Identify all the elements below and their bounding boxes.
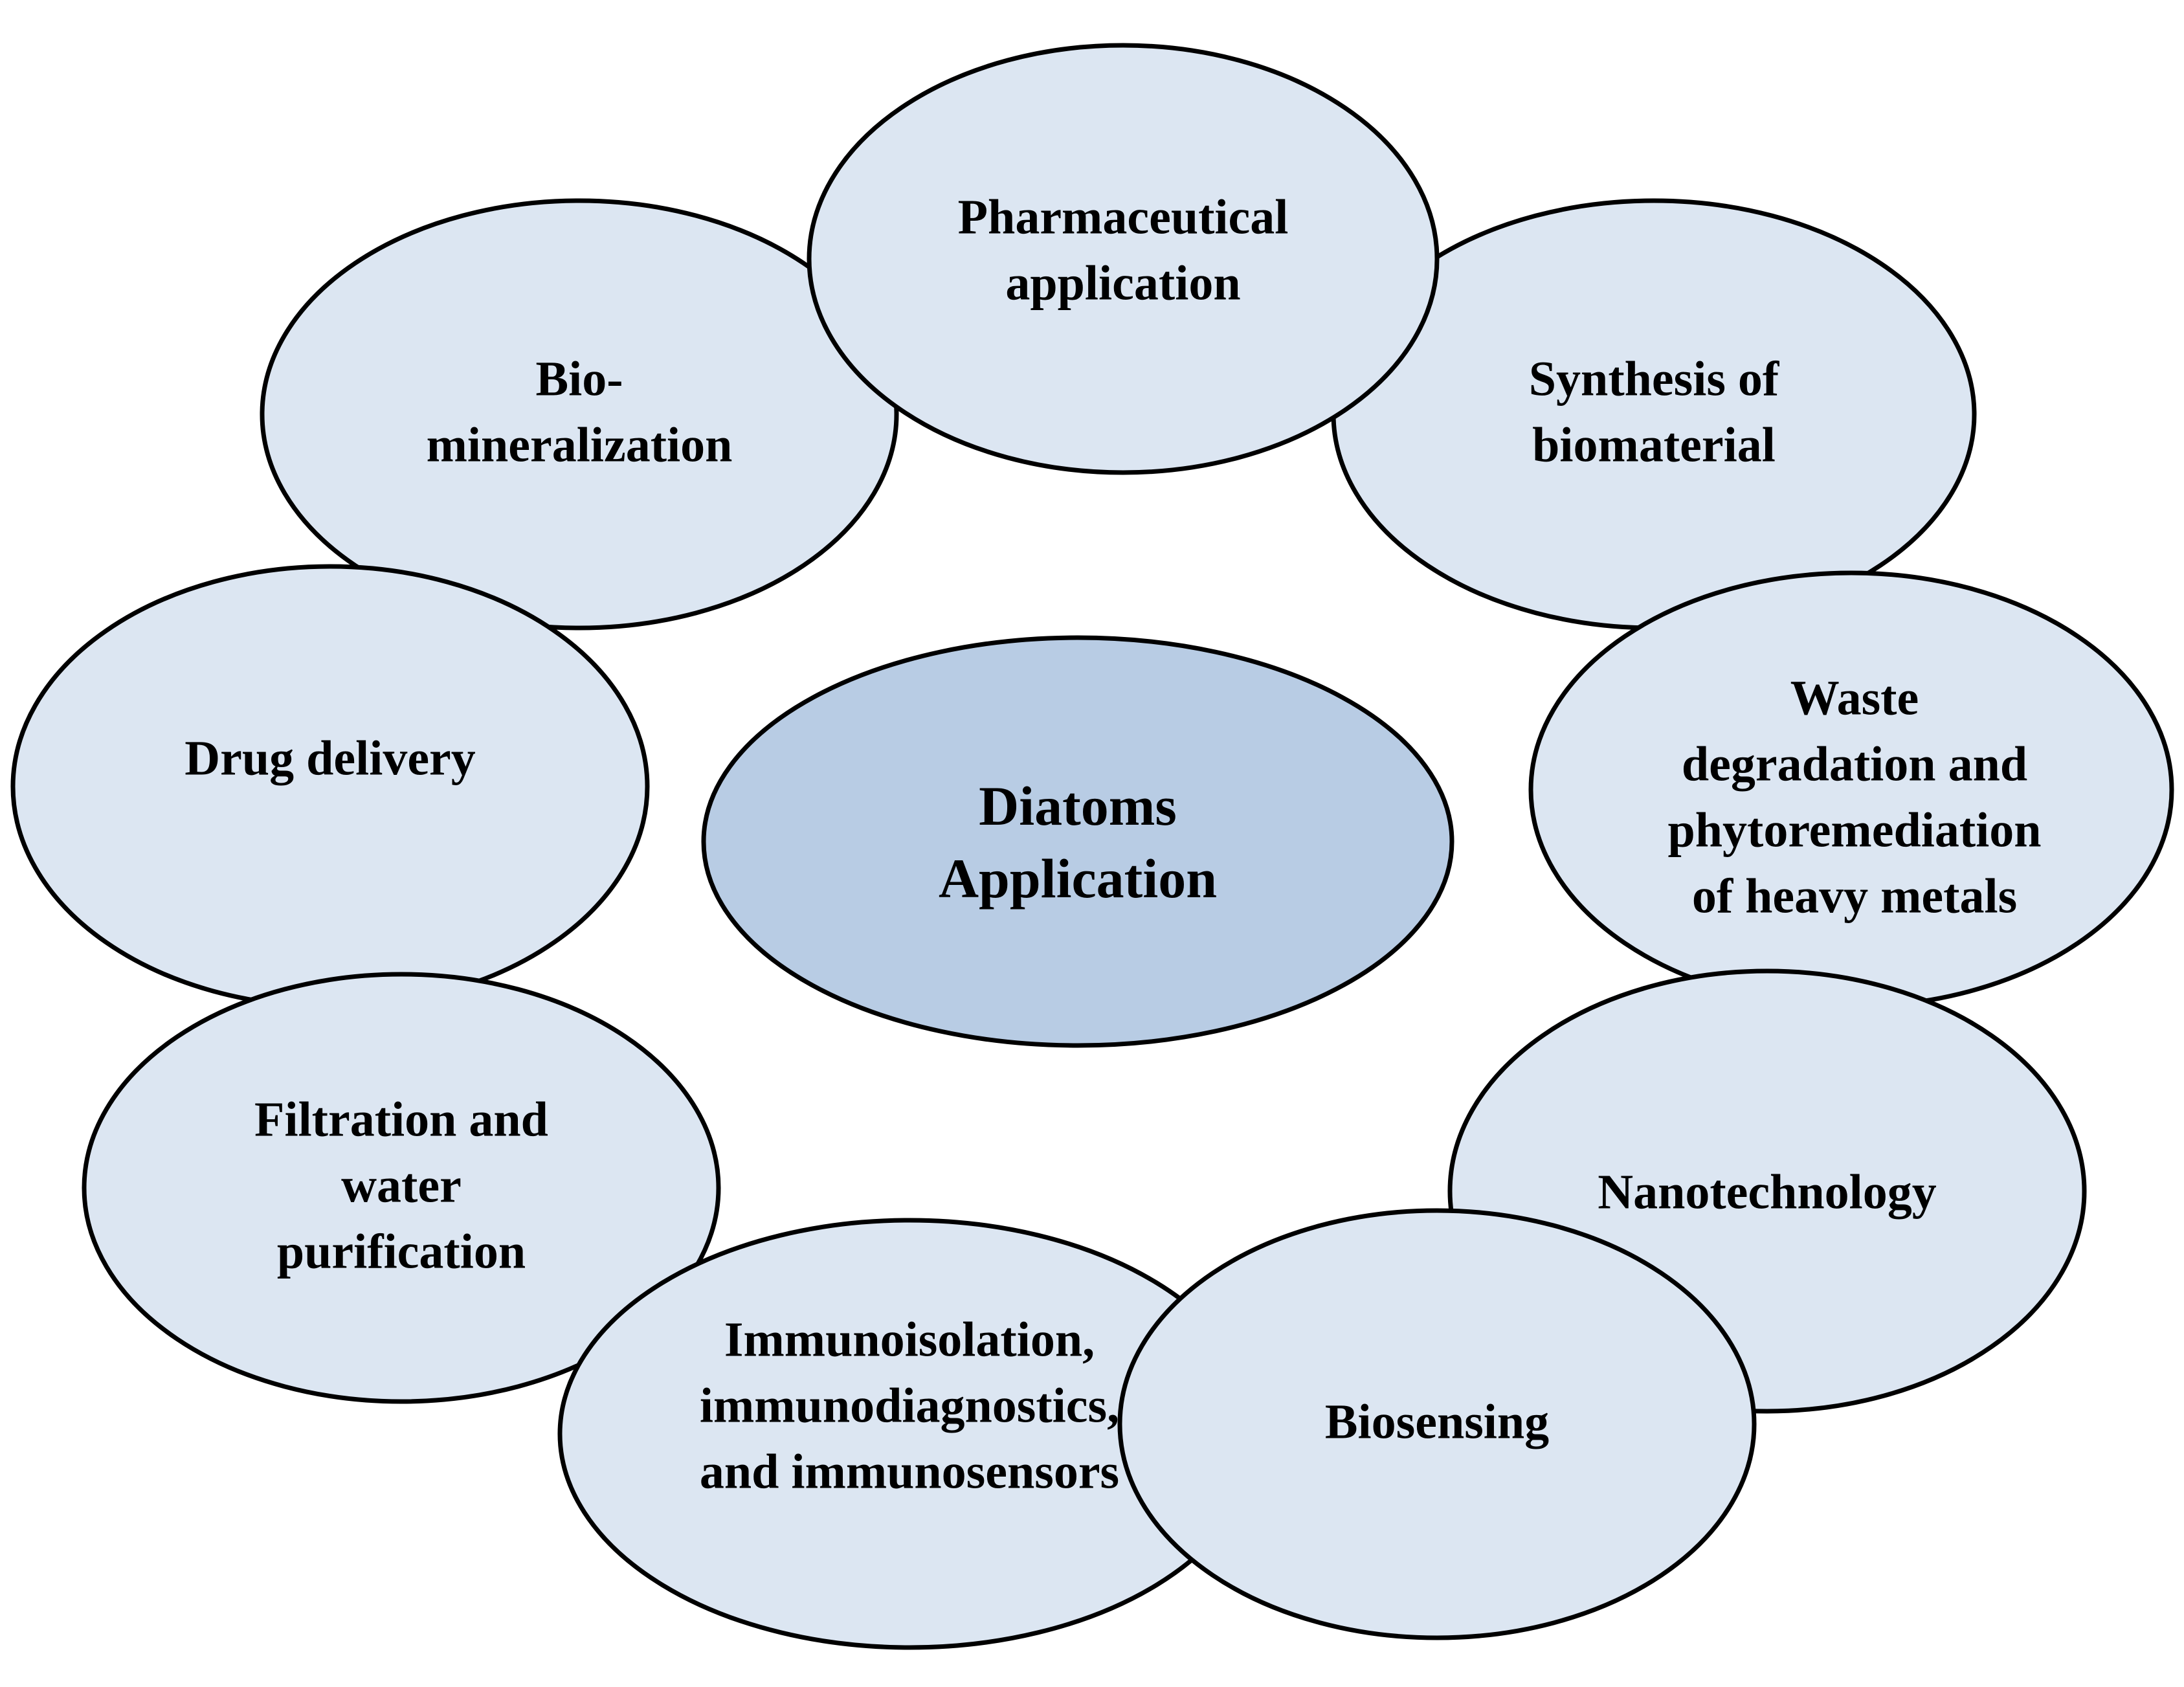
node-waste-label-line: phytoremediation xyxy=(1667,803,2041,858)
node-drug-ellipse xyxy=(10,564,650,1009)
node-biosensing-ellipse xyxy=(1117,1208,1757,1640)
node-pharmaceutical: Pharmaceutical application xyxy=(807,43,1440,475)
node-pharmaceutical-ellipse xyxy=(807,43,1440,475)
node-biomineralization-label-line: mineralization xyxy=(427,418,733,473)
node-nanotech-label-line: Nanotechnology xyxy=(1598,1165,1937,1220)
node-drug: Drug delivery xyxy=(10,564,650,1009)
node-pharmaceutical-label-line: application xyxy=(1005,256,1240,311)
node-filtration-label-line: Filtration and xyxy=(254,1093,548,1147)
node-drug-label-line: Drug delivery xyxy=(184,732,476,786)
node-pharmaceutical-label-line: Pharmaceutical xyxy=(958,190,1289,245)
node-filtration-ellipse xyxy=(82,972,721,1404)
node-immuno: Immunoisolation, immunodiagnostics, and im… xyxy=(557,1218,1262,1650)
node-filtration-label-line: purification xyxy=(277,1225,526,1279)
node-immuno-label-line: and immunosensors xyxy=(700,1445,1119,1499)
node-synthesis: Synthesis of biomaterial xyxy=(1331,198,1977,631)
node-immuno-label-line: Immunoisolation, xyxy=(724,1313,1095,1367)
node-synthesis-label-line: Synthesis of xyxy=(1529,352,1780,407)
node-waste: Waste degradation and phytoremediation of h… xyxy=(1528,570,2174,1009)
node-center-ellipse xyxy=(701,635,1454,1048)
node-filtration-label-line: water xyxy=(341,1159,462,1213)
node-synthesis-label-line: biomaterial xyxy=(1532,418,1776,473)
node-waste-label-line: degradation and xyxy=(1682,737,2027,792)
node-center-label-line: Diatoms xyxy=(979,775,1177,837)
node-waste-label-line: of heavy metals xyxy=(1692,869,2017,924)
node-biosensing: Biosensing xyxy=(1117,1208,1757,1640)
node-waste-label-line: Waste xyxy=(1790,671,1919,726)
node-filtration: Filtration and water purification xyxy=(82,972,721,1404)
node-biosensing-label-line: Biosensing xyxy=(1325,1395,1549,1449)
node-biomineralization-ellipse xyxy=(260,198,899,631)
node-immuno-label-line: immunodiagnostics, xyxy=(700,1379,1119,1433)
node-center-label-line: Application xyxy=(939,847,1217,910)
node-biomineralization-label-line: Bio- xyxy=(535,352,623,407)
node-biomineralization: Bio-mineralization xyxy=(260,198,899,631)
